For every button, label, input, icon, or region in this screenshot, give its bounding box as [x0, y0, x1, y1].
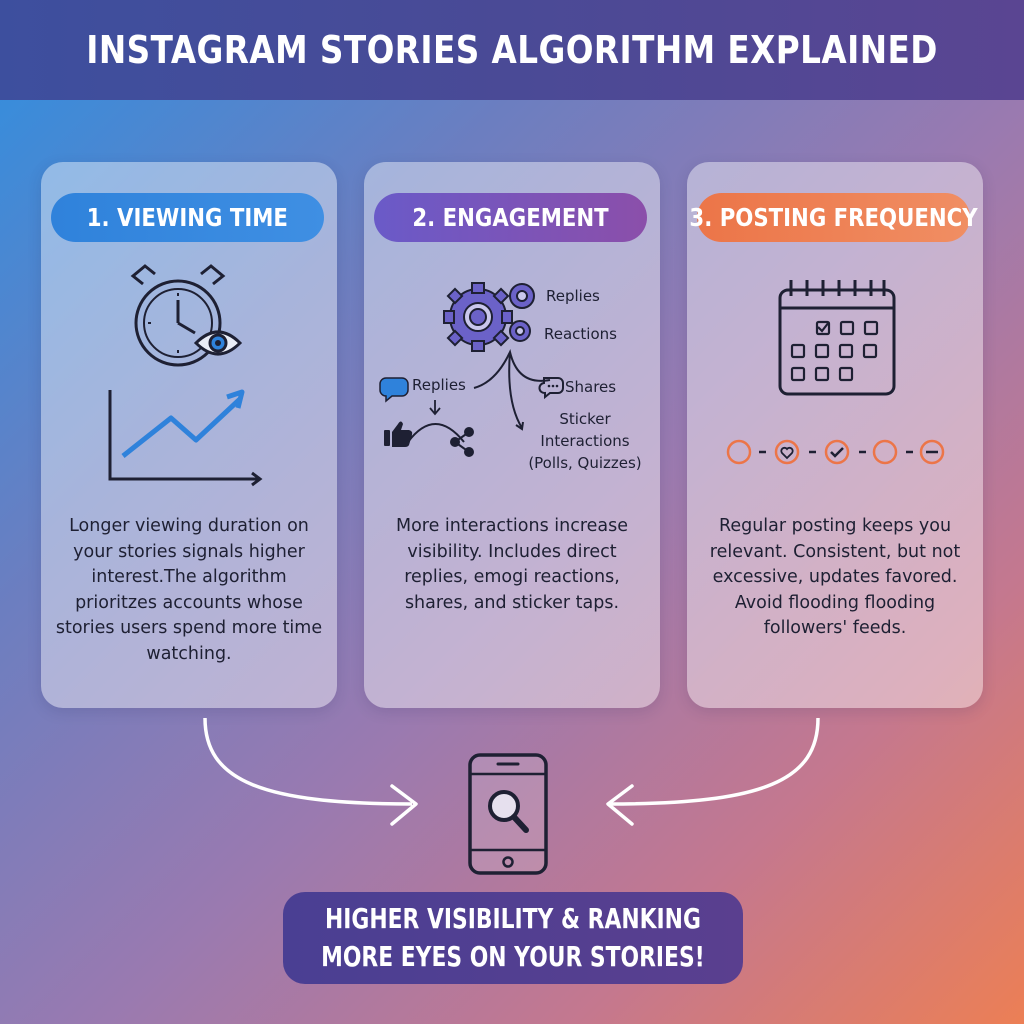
eye-icon	[193, 330, 243, 356]
phone-search-icon	[466, 752, 550, 876]
viewing-time-graphic	[108, 264, 263, 487]
posting-frequency-illustration	[687, 252, 983, 512]
page-title: INSTAGRAM STORIES ALGORITHM EXPLAINED	[86, 28, 938, 72]
label-replies-top: Replies	[546, 287, 600, 305]
heading-engagement: 2. ENGAGEMENT	[374, 193, 647, 242]
heading-viewing-time-label: 1. VIEWING TIME	[86, 203, 289, 232]
label-reactions: Reactions	[544, 325, 617, 343]
engagement-description: More interactions increase visibility. I…	[395, 516, 629, 613]
posting-frequency-description: Regular posting keeps you relevant. Cons…	[709, 516, 961, 638]
gears-icon	[443, 282, 535, 352]
trending-up-chart-icon	[108, 389, 263, 487]
flow-arrows	[0, 700, 1024, 900]
label-replies-left: Replies	[412, 376, 466, 394]
right-flow-arrow	[609, 717, 820, 806]
left-flow-arrow	[203, 717, 413, 806]
heading-engagement-label: 2. ENGAGEMENT	[412, 203, 609, 232]
heading-viewing-time: 1. VIEWING TIME	[51, 193, 324, 242]
phone-search-graphic	[468, 753, 548, 875]
calendar-icon	[778, 280, 896, 396]
speech-bubble-icon	[379, 377, 409, 403]
posting-frequency-graphic	[726, 280, 945, 465]
label-interactions: Interactions	[540, 432, 629, 450]
viewing-time-description: Longer viewing duration on your stories …	[55, 516, 323, 664]
card-viewing-time: 1. VIEWING TIME	[41, 162, 337, 708]
thumbs-up-icon	[384, 421, 413, 447]
label-polls-quizzes: (Polls, Quizzes)	[528, 454, 641, 472]
card-posting-frequency: 3. POSTING FREQUENCY	[687, 162, 983, 708]
shares-bubble-icon	[538, 377, 564, 400]
timeline-icon	[726, 439, 945, 465]
heading-posting-frequency: 3. POSTING FREQUENCY	[689, 193, 978, 242]
label-sticker: Sticker	[559, 410, 611, 428]
header: INSTAGRAM STORIES ALGORITHM EXPLAINED	[0, 0, 1024, 100]
result-banner: HIGHER VISIBILITY & RANKING MORE EYES ON…	[283, 892, 743, 984]
label-shares: Shares	[565, 378, 616, 396]
viewing-time-illustration	[41, 252, 337, 512]
stopwatch-icon	[130, 264, 226, 367]
left-arrowhead	[390, 784, 418, 826]
right-arrowhead	[606, 784, 634, 826]
heading-posting-frequency-label: 3. POSTING FREQUENCY	[689, 203, 978, 232]
result-line-2: MORE EYES ON YOUR STORIES!	[321, 940, 705, 973]
engagement-graphic: Replies Reactions Replies	[379, 282, 642, 472]
flow-arrows-graphic	[203, 717, 820, 826]
share-icon	[450, 427, 474, 457]
result-line-1: HIGHER VISIBILITY & RANKING	[325, 902, 701, 935]
card-engagement: 2. ENGAGEMENT	[364, 162, 660, 708]
engagement-illustration: Replies Reactions Replies	[364, 252, 660, 512]
